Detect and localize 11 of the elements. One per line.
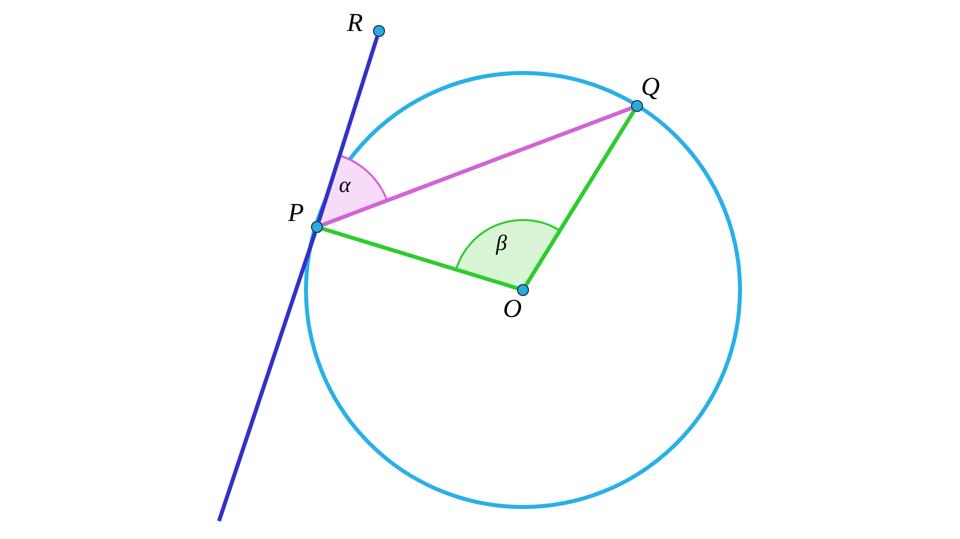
point-label: O: [503, 296, 522, 322]
angle-label: β: [496, 232, 507, 254]
line-segment: [316, 36, 380, 222]
point-label: R: [347, 10, 363, 36]
point-label: Q: [641, 74, 660, 100]
line-segment: [217, 232, 317, 522]
line-segment: [322, 226, 518, 290]
angle-label: α: [339, 174, 351, 196]
line-segment: [524, 110, 636, 286]
point-label: P: [288, 200, 304, 226]
line-segment: [322, 106, 632, 227]
